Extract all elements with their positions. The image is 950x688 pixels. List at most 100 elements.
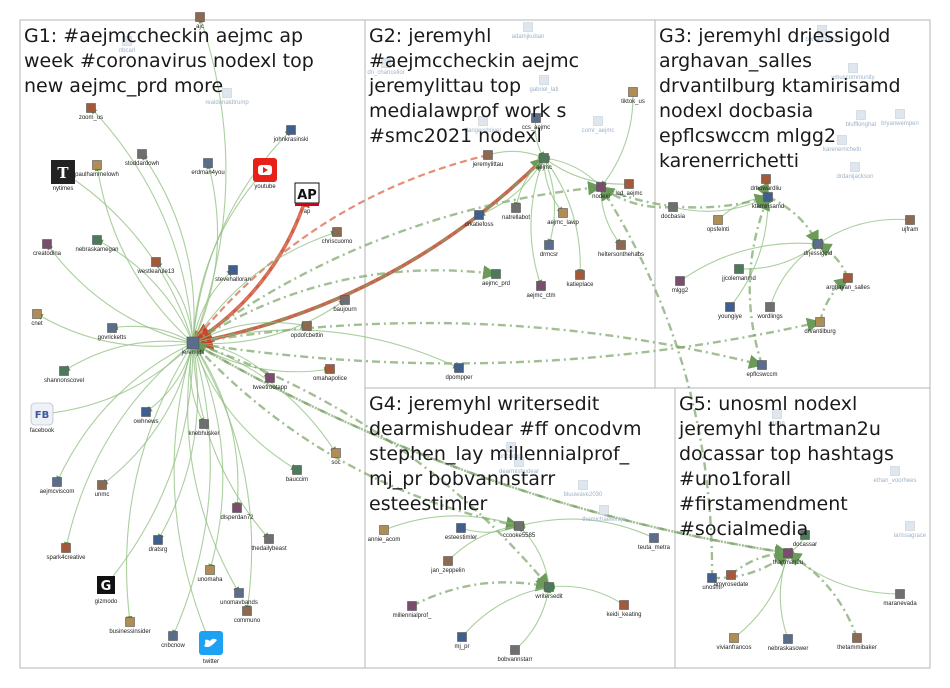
node-maranevada[interactable]: maranevada [883,590,917,608]
node-dratsrg[interactable]: dratsrg [149,536,168,554]
node-lcd_aejmc[interactable]: lcd_aejmc [615,180,642,198]
node-bluuwave2030[interactable]: bluuwave2030 [564,481,603,499]
node-thetammibaker[interactable]: thetammibaker [837,634,877,652]
edge-annie_acom-to-ccooke5585 [384,516,519,530]
node-bryanwempen[interactable]: bryanwempen [881,110,919,128]
node-label: dpompper [445,375,472,381]
node-drvantilburg[interactable]: drvantilburg [804,318,835,336]
node-aejmc_lawp[interactable]: aejmc_lawp [547,209,579,227]
node-aejmcviscom[interactable]: aejmcviscom [40,478,75,496]
node-dpompper[interactable]: dpompper [445,364,472,382]
node-johnkrasinski[interactable]: johnkrasinski [273,126,309,144]
avatar [229,266,238,275]
node-thartman2u[interactable]: thartman2u [773,549,803,567]
node-drmcsr[interactable]: drmcsr [540,241,558,259]
node-vivianfrancos[interactable]: vivianfrancos [716,634,751,652]
node-gabriel_lati[interactable]: gabriel_lati [529,76,558,94]
node-millennialprof_[interactable]: millennialprof_ [393,602,432,620]
node-communo[interactable]: communo [234,607,261,625]
node-twitter[interactable]: twitter [199,631,223,665]
node-mlgg2[interactable]: mlgg2 [672,277,689,295]
node-westlearule13[interactable]: westlearule13 [136,258,175,276]
node-stoddardowh[interactable]: stoddardowh [125,150,159,168]
avatar [600,506,609,515]
node-drdanijackson[interactable]: drdanijackson [836,163,873,181]
node-bluffkinghat[interactable]: bluffkinghat [846,111,877,129]
node-unomavbands[interactable]: unomavbands [220,589,258,607]
node-ktamirisamd[interactable]: ktamirisamd [752,193,784,211]
node-annie_acom[interactable]: annie_acom [368,526,401,544]
avatar [559,209,568,218]
node-label: bluuwave2030 [564,492,603,498]
node-jan_zeppelin[interactable]: jan_zeppelin [430,557,465,575]
node-shannonscovel[interactable]: shannonscovel [44,367,84,385]
node-label: esteestimler [445,535,477,541]
node-unmc[interactable]: unmc [95,481,110,499]
node-bobvannstarr[interactable]: bobvannstarr [497,646,532,664]
node-knebhusker[interactable]: knebhusker [188,420,219,438]
edge-maranevada-to-thartman2u [788,553,900,594]
node-stevehalloran[interactable]: stevehalloran [215,266,251,284]
node-drhowardliu[interactable]: drhowardliu [750,175,781,193]
node-omahapolice[interactable]: omahapolice [313,365,348,383]
node-erdman4you[interactable]: erdman4you [191,159,224,177]
group-title-g2: G2: jeremyhl #aejmccheckin aejmc jeremyl… [368,25,585,147]
node-natrellabot[interactable]: natrellabot [502,204,530,222]
node-drkatiefoss[interactable]: drkatiefoss [464,211,493,229]
node-esteestimler[interactable]: esteestimler [445,524,477,542]
node-label: owhnews [133,419,158,425]
node-larissagrace[interactable]: larissagrace [894,522,927,540]
node-arghavan_salles[interactable]: arghavan_salles [826,274,870,292]
node-unomaha[interactable]: unomaha [197,566,223,584]
avatar [93,161,102,170]
avatar [735,265,744,274]
node-tweetrootapp[interactable]: tweetrootapp [253,374,288,392]
node-aejmc_ctm[interactable]: aejmc_ctm [526,282,555,300]
node-ethan_voorhees[interactable]: ethan_voorhees [873,467,916,485]
node-spark4creative[interactable]: spark4creative [46,544,86,562]
avatar [62,544,71,553]
node-teuta_metra[interactable]: teuta_metra [638,534,671,552]
avatar [853,634,862,643]
node-govricketts[interactable]: govricketts [98,324,127,342]
node-themichaelevojo[interactable]: themichaelevojo [582,506,626,524]
node-chriscuomo[interactable]: chriscuomo [322,228,353,246]
node-ccooke5585[interactable]: ccooke5585 [503,522,536,540]
node-thedailybeast[interactable]: thedailybeast [251,535,287,553]
node-wordlings[interactable]: wordlings [756,303,782,321]
node-comr_aejmc[interactable]: comr_aejmc [582,117,615,135]
node-businessinsider[interactable]: businessinsider [109,618,150,636]
node-mj_pr[interactable]: mj_pr [454,633,469,651]
node-label: themichaelevojo [582,517,626,523]
avatar [333,228,342,237]
avatar [515,522,524,531]
node-youtube[interactable]: youtube [253,158,277,190]
avatar [200,420,209,429]
node-nodexl[interactable]: nodexl [592,183,610,201]
node-youngiye[interactable]: youngiye [718,303,743,321]
node-katieplace[interactable]: katieplace [566,271,594,289]
node-tiktok_us[interactable]: tiktok_us [621,88,645,106]
node-creatodina[interactable]: creatodina [33,240,62,258]
node-heltersonthehabs[interactable]: heltersonthehabs [598,241,644,259]
node-keidi_keating[interactable]: keidi_keating [606,601,641,619]
node-bauccim[interactable]: bauccim [286,466,308,484]
node-ujfram[interactable]: ujfram [902,216,919,234]
node-zoom_us[interactable]: zoom_us [79,104,103,122]
node-cnet[interactable]: cnet [31,310,43,328]
node-adamjkuban[interactable]: adamjkuban [512,23,545,41]
node-opsfelnti[interactable]: opsfelnti [707,216,729,234]
node-soc[interactable]: soc [331,449,340,467]
node-paulhammelowh[interactable]: paulhammelowh [75,161,119,179]
group-title-line: karenerrichetti [659,150,799,172]
node-label: bauccim [286,477,308,483]
node-nebraskasower[interactable]: nebraskasower [768,635,809,653]
node-nebraskamegan[interactable]: nebraskamegan [75,236,118,254]
node-drjessigold[interactable]: drjessigold [804,240,833,258]
node-cnbcnow[interactable]: cnbcnow [161,632,185,650]
node-jeremylittau[interactable]: jeremylittau [472,151,504,169]
